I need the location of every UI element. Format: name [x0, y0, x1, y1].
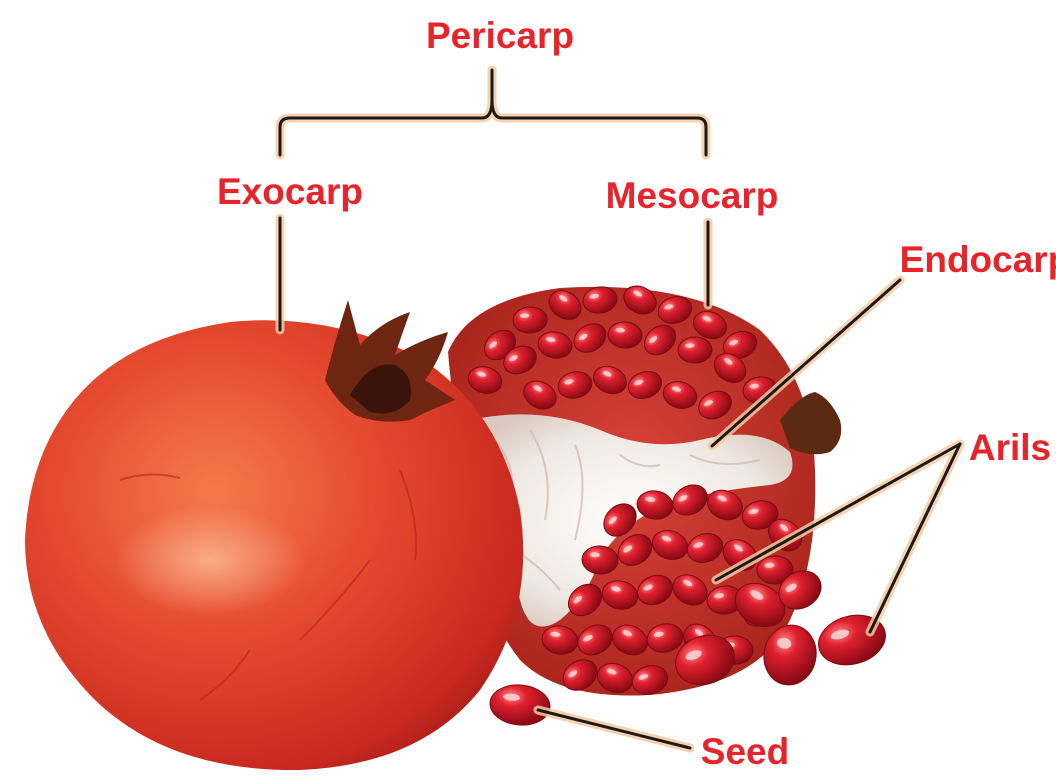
aril	[488, 682, 551, 727]
whole-pomegranate	[25, 300, 523, 770]
whole-fruit-highlight	[115, 505, 305, 615]
label-exocarp: Exocarp	[217, 171, 363, 212]
label-mesocarp: Mesocarp	[606, 175, 779, 216]
pericarp-bracket	[280, 70, 706, 155]
label-arils: Arils	[969, 427, 1051, 468]
label-endocarp: Endocarp	[900, 239, 1056, 280]
label-pericarp: Pericarp	[426, 15, 574, 56]
label-seed: Seed	[701, 731, 789, 772]
seed-leader	[538, 710, 690, 748]
